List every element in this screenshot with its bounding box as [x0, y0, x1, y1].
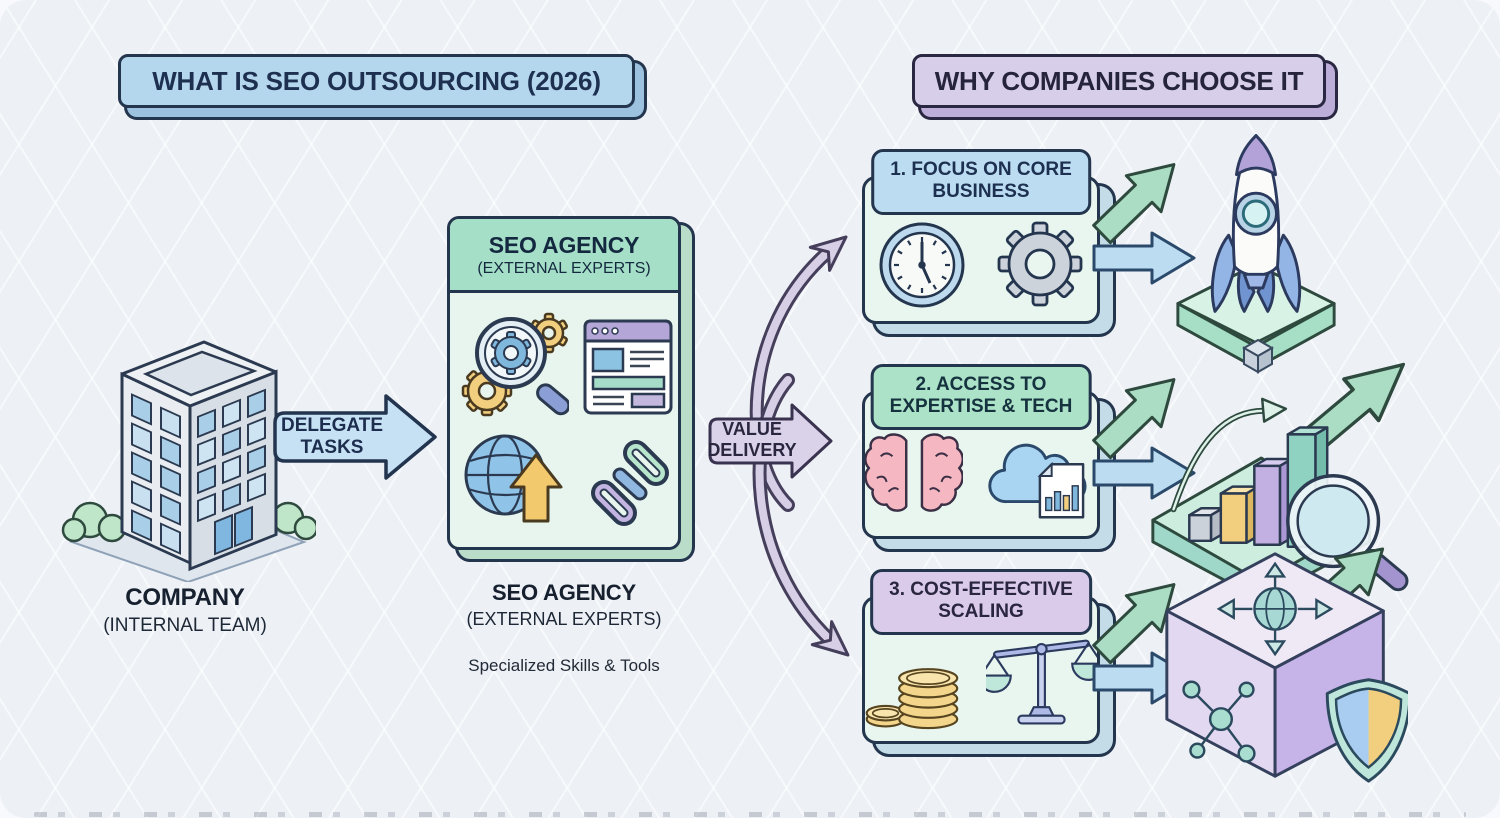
right-title-text: WHY COMPANIES CHOOSE IT	[934, 65, 1304, 96]
agency-card-subtitle: (EXTERNAL EXPERTS)	[477, 259, 651, 277]
benefit-1-line1: 1. FOCUS ON CORE	[890, 159, 1072, 180]
delegate-line2: TASKS	[300, 436, 364, 458]
right-arrow-shape	[273, 394, 437, 480]
backlinks-icon	[591, 440, 669, 526]
scaling-cube-illustration	[1165, 542, 1408, 783]
benefit-3-line1: 3. COST-EFFECTIVE	[889, 579, 1073, 600]
webpage-icon	[583, 319, 673, 415]
office-building-illustration	[61, 340, 316, 582]
agency-card-header: SEO AGENCY (EXTERNAL EXPERTS)	[450, 219, 678, 293]
delegate-tasks-arrow: DELEGATE TASKS	[268, 386, 442, 488]
company-sublabel: (INTERNAL TEAM)	[103, 615, 267, 636]
coins-icon	[865, 668, 959, 730]
balance-scale-icon	[986, 639, 1097, 725]
agency-caption-note: Specialized Skills & Tools	[468, 656, 660, 675]
agency-card-body	[450, 293, 678, 541]
value-line2: DELIVERY	[707, 439, 797, 460]
small-cube-decoration	[1242, 338, 1274, 374]
agency-caption-subtitle: (EXTERNAL EXPERTS)	[466, 609, 662, 629]
company-label: COMPANY	[125, 584, 245, 611]
value-line1: VALUE	[722, 419, 782, 439]
gear-icon	[997, 221, 1083, 307]
brain-icon	[865, 433, 964, 512]
clock-icon	[879, 222, 965, 308]
right-section-title: WHY COMPANIES CHOOSE IT	[912, 54, 1326, 108]
benefit-3-line2: SCALING	[938, 601, 1024, 623]
agency-caption-title: SEO AGENCY	[492, 580, 636, 605]
value-delivery-arrow: VALUE DELIVERY	[704, 400, 836, 482]
benefit-2-line2: EXPERTISE & TECH	[889, 396, 1073, 418]
network-icon	[1182, 680, 1256, 763]
growth-chart-illustration	[1151, 342, 1414, 594]
cloud-analytics-icon	[988, 443, 1087, 519]
agency-caption: SEO AGENCY (EXTERNAL EXPERTS) Specialize…	[428, 580, 700, 676]
cropped-caption-artifact	[34, 812, 1466, 817]
agency-card-title: SEO AGENCY	[488, 231, 640, 258]
benefit-1-badge: 1. FOCUS ON CORE BUSINESS	[871, 149, 1091, 215]
benefit-2-badge: 2. ACCESS TO EXPERTISE & TECH	[870, 364, 1092, 430]
global-growth-icon	[464, 434, 563, 523]
seo-agency-card: SEO AGENCY (EXTERNAL EXPERTS)	[447, 216, 681, 550]
benefit-1-line2: BUSINESS	[932, 181, 1030, 203]
company-caption: COMPANY (INTERNAL TEAM)	[40, 584, 330, 637]
left-title-text: WHAT IS SEO OUTSOURCING (2026)	[152, 65, 601, 96]
left-section-title: WHAT IS SEO OUTSOURCING (2026)	[118, 54, 635, 108]
benefit-3-badge: 3. COST-EFFECTIVE SCALING	[870, 569, 1092, 635]
seo-research-icon	[461, 312, 569, 417]
delegate-line1: DELEGATE	[280, 415, 384, 436]
shield-icon	[1325, 678, 1408, 783]
benefit-2-line1: 2. ACCESS TO	[915, 374, 1047, 395]
global-expansion-icon	[1216, 561, 1334, 657]
